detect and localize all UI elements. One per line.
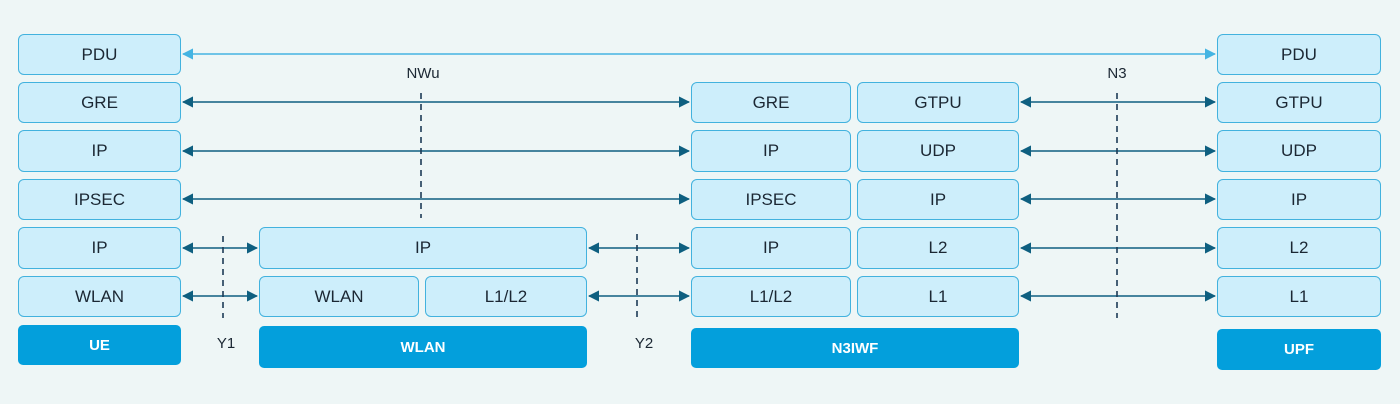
wlan-node-label: WLAN	[259, 326, 587, 368]
nwu-label: NWu	[406, 65, 440, 82]
ue-layer-wlan: WLAN	[18, 276, 181, 317]
upf-node-label: UPF	[1217, 329, 1381, 370]
ue-node-label: UE	[18, 325, 181, 365]
n3iwf-layer-ip: IP	[857, 179, 1019, 220]
n3iwf-node-label: N3IWF	[691, 328, 1019, 368]
ue-layer-gre: GRE	[18, 82, 181, 123]
n3iwf-layer-udp: UDP	[857, 130, 1019, 172]
upf-layer-gtpu: GTPU	[1217, 82, 1381, 123]
n3iwf-layer-ip-outer: IP	[691, 227, 851, 269]
n3iwf-layer-l1: L1	[857, 276, 1019, 317]
wlan-layer-wlan: WLAN	[259, 276, 419, 317]
ue-layer-pdu: PDU	[18, 34, 181, 75]
n3iwf-layer-l1l2: L1/L2	[691, 276, 851, 317]
wlan-layer-ip: IP	[259, 227, 587, 269]
n3iwf-layer-gre: GRE	[691, 82, 851, 123]
upf-layer-l1: L1	[1217, 276, 1381, 317]
upf-layer-pdu: PDU	[1217, 34, 1381, 75]
upf-layer-l2: L2	[1217, 227, 1381, 269]
ue-layer-ip-outer: IP	[18, 227, 181, 269]
n3iwf-layer-gtpu: GTPU	[857, 82, 1019, 123]
y2-label: Y2	[634, 335, 654, 352]
wlan-layer-l1l2: L1/L2	[425, 276, 587, 317]
n3-label: N3	[1107, 65, 1127, 82]
y1-label: Y1	[216, 335, 236, 352]
n3iwf-layer-l2: L2	[857, 227, 1019, 269]
ue-layer-ip-inner: IP	[18, 130, 181, 172]
n3iwf-layer-ip-inner: IP	[691, 130, 851, 172]
upf-layer-udp: UDP	[1217, 130, 1381, 172]
upf-layer-ip: IP	[1217, 179, 1381, 220]
ue-layer-ipsec: IPSEC	[18, 179, 181, 220]
n3iwf-layer-ipsec: IPSEC	[691, 179, 851, 220]
